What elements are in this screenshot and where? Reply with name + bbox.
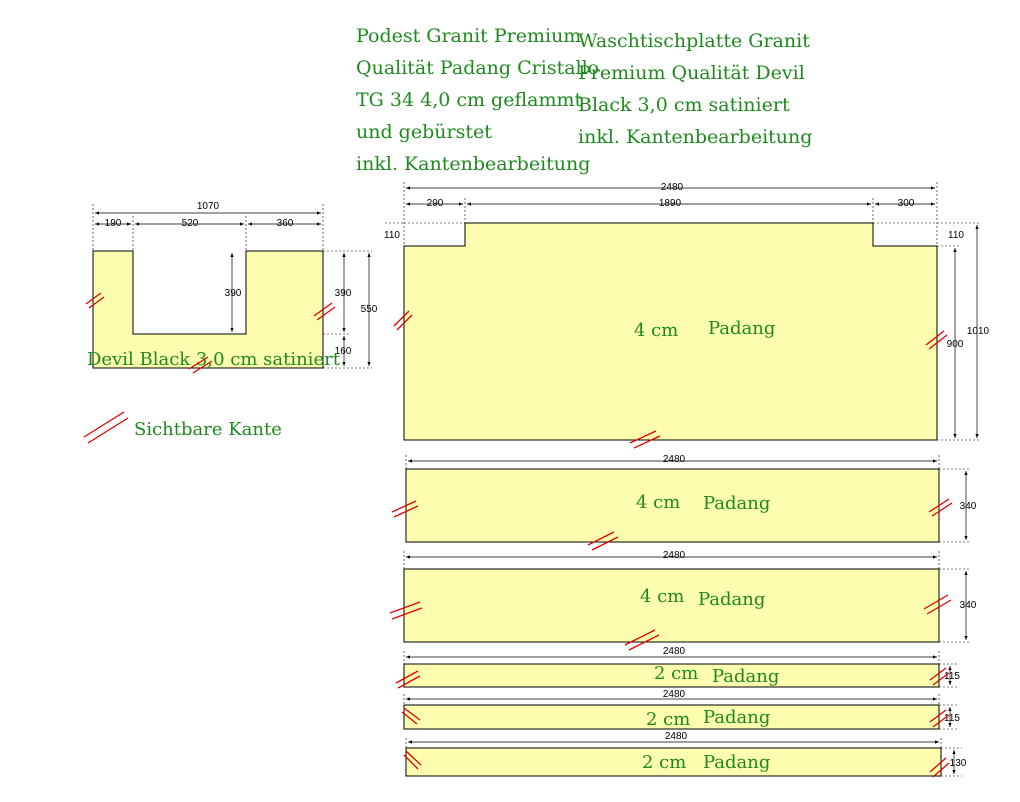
dim-label: 2480 [663,454,686,465]
visible-edge-mark [393,310,413,331]
visible-edge-mark [313,302,336,321]
visible-edge-mark [395,670,421,689]
visible-edge-mark [929,757,950,778]
visible-edge-mark [403,750,422,770]
visible-edge-mark [401,707,421,725]
strip: 2480 340 4 cm Padang [391,454,977,551]
dim-label: 115 [944,671,960,682]
dim-label: 2480 [663,646,686,657]
dim-label: 520 [182,218,199,229]
thickness-label: 2 cm [642,752,686,773]
dim-label: 130 [950,758,967,769]
dim-label: 2480 [663,550,686,561]
dim-label: 1070 [197,201,220,212]
material-label: Padang [703,493,770,514]
dim-label: 190 [105,218,122,229]
visible-edge-mark [923,594,952,615]
thickness-label: 4 cm [634,320,678,341]
dim-label: 390 [335,288,352,299]
dim-label: 2480 [663,689,686,700]
waschtisch-note-line: Premium Qualität Devil [578,62,805,84]
strip: 2480 340 4 cm Padang [389,550,977,651]
visible-edge-mark [389,601,423,620]
dim-label: 160 [335,346,352,357]
material-label: Padang [703,752,770,773]
strip-shape [403,663,940,688]
material-label: Padang [708,318,775,339]
visible-edge-mark [928,498,953,517]
podest-note-line: inkl. Kantenbearbeitung [356,153,591,175]
podest-main: 2480 290 1890 300 110 110 900 1010 4 cm … [384,182,990,449]
dim-label: 2480 [661,182,684,193]
dim-label: 115 [944,713,960,724]
strip: 2480 115 2 cm Padang [395,646,960,689]
podest-main-shape [403,222,938,441]
dim-label: 2480 [665,731,688,742]
material-label: Padang [703,707,770,728]
waschtisch-note-line: inkl. Kantenbearbeitung [578,126,813,148]
dim-label: 1890 [659,198,682,209]
u-part: 1070 190 520 360 390 390 550 160 Devil B… [85,201,378,374]
thickness-label: 4 cm [640,586,684,607]
visible-edge-mark [629,430,661,449]
dim-label: 900 [947,339,964,350]
visible-edge-icon [83,411,129,444]
podest-note-line: und gebürstet [356,121,492,143]
visible-edge-mark [624,629,660,651]
visible-edge-mark [929,667,950,686]
thickness-label: 4 cm [636,492,680,513]
dim-label: 290 [427,198,444,209]
dim-label: 340 [960,600,977,611]
legend: Sichtbare Kante [83,411,282,444]
dim-label: 390 [225,288,242,299]
strip: 2480 115 2 cm Padang [401,689,960,730]
dim-label: 110 [384,230,400,241]
podest-note-line: Qualität Padang Cristallo [356,57,600,79]
u-part-material-label: Devil Black 3,0 cm satiniert [87,349,341,370]
thickness-label: 2 cm [646,709,690,730]
dim-label: 110 [948,230,964,241]
visible-edge-mark [929,709,950,728]
visible-edge-mark [391,500,419,518]
podest-note-line: Podest Granit Premium [356,25,582,47]
visible-edge-mark [587,531,619,551]
strip-shape [405,468,940,543]
legend-label: Sichtbare Kante [134,419,282,440]
u-part-shape [92,250,324,369]
dim-label: 550 [361,304,378,315]
visible-edge-mark [925,330,948,350]
dim-label: 340 [960,501,977,512]
podest-note: Podest Granit Premium Qualität Padang Cr… [356,20,599,180]
waschtisch-note-line: Waschtischplatte Granit [578,30,810,52]
dim-label: 360 [277,218,294,229]
podest-note-line: TG 34 4,0 cm geflammt [356,89,583,111]
dim-label: 1010 [967,326,990,337]
dim-label: 300 [898,198,915,209]
waschtisch-note: Waschtischplatte Granit Premium Qualität… [578,25,812,153]
strip-shape [403,568,940,643]
visible-edge-mark [188,356,213,374]
waschtisch-note-line: Black 3,0 cm satiniert [578,94,790,116]
thickness-label: 2 cm [654,663,698,684]
strip: 2480 130 2 cm Padang [403,731,967,778]
material-label: Padang [698,589,765,610]
strip-shape [403,704,940,730]
visible-edge-mark [85,292,105,309]
material-label: Padang [712,666,779,687]
